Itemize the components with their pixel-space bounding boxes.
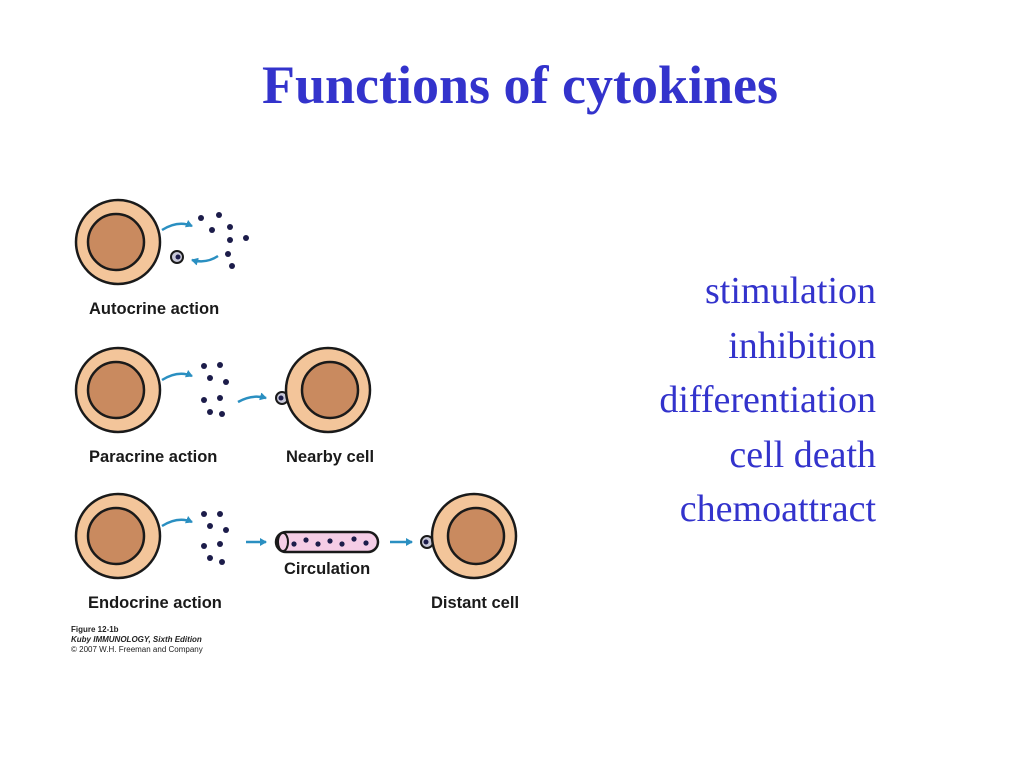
slide-title: Functions of cytokines <box>261 55 779 115</box>
autocrine-label: Autocrine action <box>89 300 219 318</box>
binding-arrow <box>191 254 219 266</box>
secretion-arrow <box>161 369 193 382</box>
cytokine-functions-list: stimulation inhibition differentiation c… <box>659 264 876 537</box>
function-item: cell death <box>729 433 876 476</box>
paracrine-source-cell <box>74 346 162 434</box>
figure-caption: Figure 12-1b Kuby IMMUNOLOGY, Sixth Edit… <box>71 625 203 655</box>
cytokine-dots <box>201 362 229 417</box>
nearby-cell-label: Nearby cell <box>286 448 374 466</box>
secretion-arrow <box>161 515 193 528</box>
cytokine-dots <box>198 212 249 269</box>
autocrine-diagram: Autocrine action <box>74 198 249 318</box>
autocrine-cell <box>74 198 162 286</box>
endocrine-diagram: Circulation Endocrine action Distant cel… <box>74 492 519 612</box>
function-item: inhibition <box>728 324 876 367</box>
circulation-label: Circulation <box>284 560 370 578</box>
distant-cell-label: Distant cell <box>431 594 519 612</box>
blood-vessel <box>274 530 380 554</box>
cytokine-action-figure: Autocrine action Paracrine action <box>74 198 519 612</box>
function-item: differentiation <box>659 379 876 421</box>
paracrine-label: Paracrine action <box>89 448 217 466</box>
secretion-arrow <box>161 219 193 232</box>
endocrine-source-cell <box>74 492 162 580</box>
distant-cell <box>430 492 518 580</box>
caption-copyright: © 2007 W.H. Freeman and Company <box>71 645 203 654</box>
function-item: stimulation <box>705 270 876 312</box>
caption-book-title: Kuby IMMUNOLOGY, Sixth Edition <box>71 635 202 644</box>
function-item: chemoattract <box>679 488 876 530</box>
caption-figure-number: Figure 12-1b <box>71 625 119 634</box>
endocrine-label: Endocrine action <box>88 594 222 612</box>
receptor-icon <box>170 250 184 264</box>
nearby-cell <box>284 346 372 434</box>
cytokine-dots <box>201 511 229 565</box>
diffusion-arrow <box>237 392 267 404</box>
paracrine-diagram: Paracrine action Nearby cell <box>74 346 374 466</box>
